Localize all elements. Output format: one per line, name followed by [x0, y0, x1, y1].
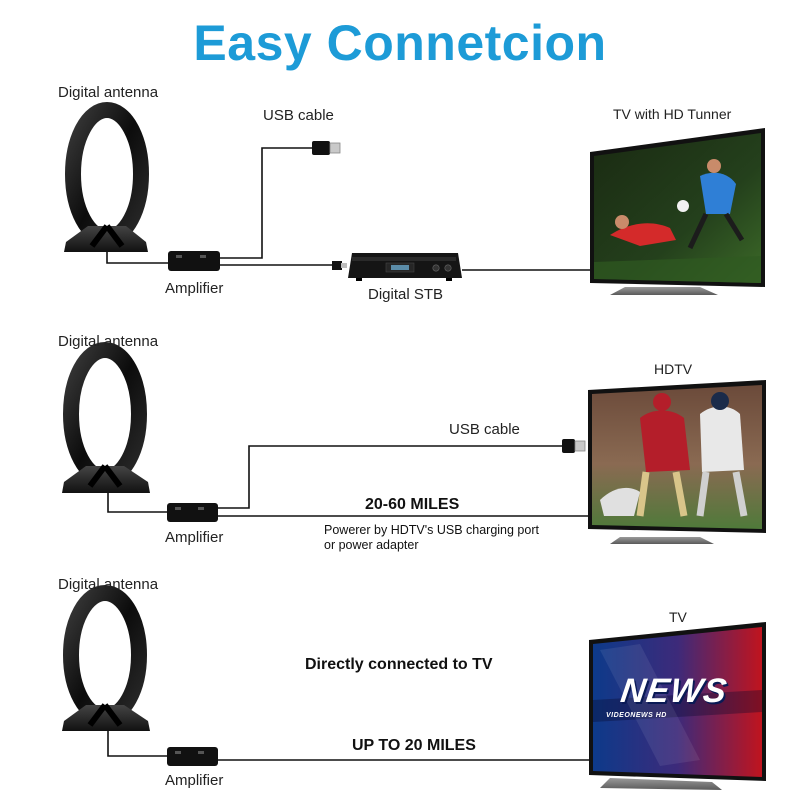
range-label-3: UP TO 20 MILES [352, 737, 476, 754]
connector-stb-1 [332, 261, 347, 270]
amplifier-1 [168, 251, 220, 271]
range-label-2: 20-60 MILES [365, 496, 460, 513]
amplifier-3 [167, 747, 218, 766]
power-note: Powerer by HDTV's USB charging port or p… [324, 523, 539, 552]
tv-news [589, 622, 766, 790]
amplifier-label-3: Amplifier [165, 772, 224, 789]
tv-label-1: TV with HD Tunner [613, 106, 732, 122]
stb-label: Digital STB [368, 286, 444, 303]
antenna-label-1: Digital antenna [58, 84, 159, 101]
amplifier-label-1: Amplifier [165, 280, 224, 297]
direct-connection-headline: Directly connected to TV [305, 656, 493, 673]
antenna-2 [62, 342, 150, 493]
hdtv [588, 380, 766, 544]
page-title: Easy Connetcion [193, 15, 607, 71]
news-screen-subtitle: VIDEONEWS HD [606, 712, 667, 719]
usb-cable-label-2: USB cable [449, 421, 520, 438]
antenna-1 [64, 102, 149, 252]
tv-hd-tuner [590, 128, 765, 295]
tv-label-3: TV [669, 609, 687, 625]
cables-2 [107, 445, 590, 517]
digital-stb-box [348, 253, 462, 281]
antenna-3 [62, 585, 150, 731]
usb-plug-2 [562, 439, 586, 453]
cables-1 [106, 147, 593, 271]
usb-plug-1 [312, 141, 341, 155]
antenna-label-3: Digital antenna [58, 576, 159, 593]
amplifier-label-2: Amplifier [165, 529, 224, 546]
tv-label-2: HDTV [654, 361, 693, 377]
amplifier-2 [167, 503, 218, 522]
news-screen-title: NEWS [618, 672, 730, 710]
usb-cable-label-1: USB cable [263, 107, 334, 124]
cables-3 [107, 731, 592, 761]
antenna-label-2: Digital antenna [58, 333, 159, 350]
